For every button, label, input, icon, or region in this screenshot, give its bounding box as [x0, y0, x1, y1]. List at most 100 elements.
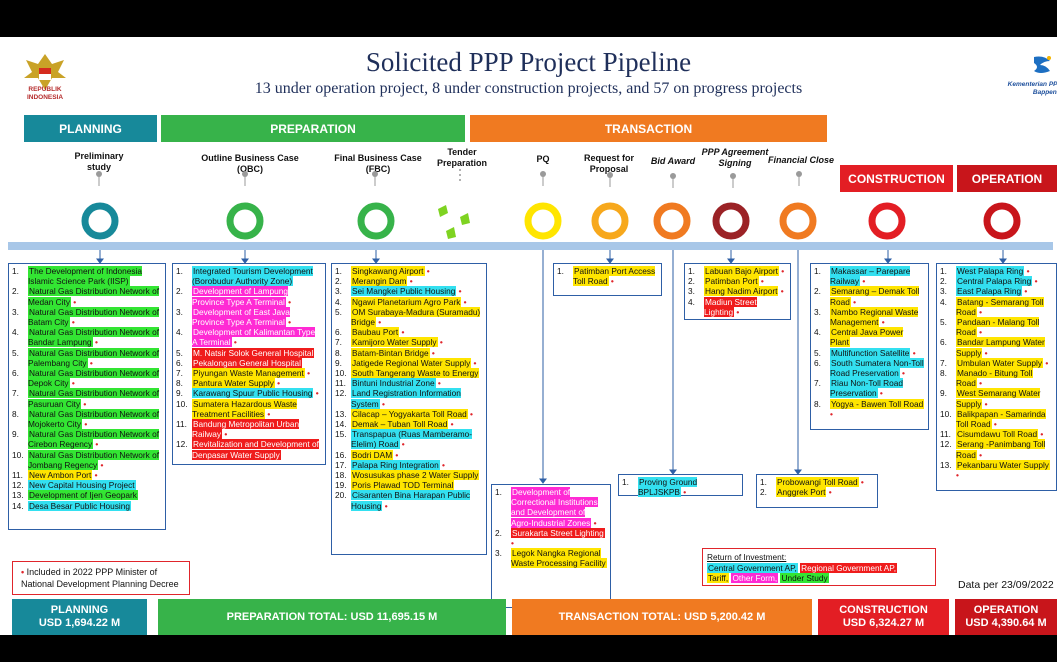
project-name: Legok Nangka Regional Waste Processing F… [511, 548, 607, 569]
stage-fbc: Final Business Case(FBC) [334, 153, 422, 174]
project-item: 10.Balikpapan - Samarinda Toll Road • [940, 408, 1053, 430]
project-item: 4.Central Java Power Plant [814, 327, 925, 348]
republik-indonesia-label: REPUBLIK INDONESIA [26, 86, 64, 101]
decree-dot-icon: • [382, 500, 388, 511]
project-name: Pekanbaru Water Supply [956, 459, 1050, 470]
decree-dot-icon: • [222, 429, 228, 440]
phase-preparation: PREPARATION [161, 115, 465, 142]
project-item: 3.Hang Nadim Airport • [688, 286, 787, 297]
project-name: Natural Gas Distribution Network of Pale… [28, 347, 160, 368]
project-number: 13. [940, 459, 952, 470]
project-name: Transpapua (Ruas Mamberamo-Elelim) Road [351, 429, 473, 450]
project-number: 12. [335, 388, 347, 399]
decree-dot-icon: • [608, 276, 614, 287]
project-item: 2.Anggrek Port • [760, 487, 874, 498]
decree-dot-icon: • [435, 378, 441, 389]
project-name: Ngawi Planetarium Agro Park [351, 296, 462, 307]
project-item: 9.Natural Gas Distribution Network of Ci… [12, 429, 162, 450]
list-construction: 1.Makassar – Parepare Railway •2.Semaran… [810, 263, 929, 430]
garuda-emblem-icon [24, 54, 66, 90]
project-item: 2.Natural Gas Distribution Network of Me… [12, 286, 162, 307]
project-number: 7. [940, 357, 947, 368]
project-number: 14. [12, 500, 24, 511]
project-item: 5. Natural Gas Distribution Network of Pa… [12, 347, 162, 368]
project-number: 1. [940, 266, 947, 276]
project-number: 3. [12, 306, 19, 317]
project-number: 9. [12, 429, 19, 440]
project-number: 10. [940, 408, 952, 419]
decree-dot-icon: • [379, 398, 385, 409]
project-number: 1. [495, 487, 502, 497]
stage-obc: Outline Business Case(OBC) [201, 153, 299, 174]
project-item: 20.Cisaranten Bina Harapan Public Housin… [335, 490, 483, 511]
project-name: Development of Kalimantan Type A Termina… [192, 327, 316, 348]
project-name: New Ambon Port [28, 470, 93, 481]
decree-dot-icon: • [461, 296, 467, 307]
phase-operation: OPERATION [957, 165, 1057, 192]
decree-dot-icon: • [70, 296, 77, 307]
project-name: Anggrek Port [776, 487, 827, 498]
decree-dot-icon: • [778, 286, 784, 297]
project-number: 6. [176, 357, 183, 368]
project-name: Manado - Bitung Toll Road [956, 368, 1033, 389]
project-number: 1. [814, 266, 821, 276]
project-number: 6. [12, 368, 19, 379]
decree-dot-icon: • [877, 388, 883, 399]
project-number: 8. [814, 398, 821, 409]
ring-construction-icon [868, 202, 906, 240]
project-number: 1. [688, 266, 695, 276]
project-number: 5. [12, 347, 19, 358]
project-name: Demak – Tuban Toll Road [351, 419, 449, 430]
decree-dot-icon: • [982, 398, 988, 409]
decree-dot-icon: • [429, 347, 435, 358]
project-number: 19. [335, 480, 347, 491]
decree-dot-icon: • [93, 439, 99, 450]
project-number: 4. [814, 327, 821, 338]
project-name: Land Registration Information System [351, 388, 461, 409]
project-item: 18.Wosusukas phase 2 Water Supply [335, 470, 483, 481]
pipeline-timeline [8, 242, 1053, 250]
project-name: Piyungan Waste Management [192, 368, 305, 379]
project-number: 12. [12, 480, 24, 491]
project-number: 11. [12, 470, 23, 481]
phase-transaction: TRANSACTION [470, 115, 827, 142]
project-number: 8. [176, 378, 183, 389]
decree-dot-icon: • [591, 517, 597, 528]
project-item: 14.Demak – Tuban Toll Road • [335, 419, 483, 430]
project-name: Hang Nadim Airport [704, 286, 779, 297]
decree-dot-icon: • [285, 317, 292, 328]
project-item: 12.Serang -Panimbang Toll Road • [940, 439, 1053, 460]
project-item: 2.Development of Lampung Province Type A… [176, 286, 322, 307]
project-number: 9. [176, 388, 183, 399]
decree-dot-icon: • [858, 477, 864, 487]
decree-dot-icon: • [399, 327, 405, 338]
project-item: 11.New Ambon Port • [12, 470, 162, 481]
project-number: 6. [940, 337, 947, 348]
page-subtitle: 13 under operation project, 8 under cons… [254, 80, 803, 97]
decree-dot-icon: • [991, 419, 997, 430]
project-name: Natural Gas Distribution Network of Bata… [28, 306, 160, 328]
slide: REPUBLIK INDONESIA Kementerian PPN/ Bapp… [0, 37, 1057, 635]
project-name: Yogya - Bawen Toll Road [830, 398, 925, 409]
project-name: West Semarang Water Supply [956, 388, 1041, 409]
project-name: Natural Gas Distribution Network of Jomb… [28, 449, 160, 470]
project-name: Cisumdawu Toll Road [956, 429, 1039, 440]
project-number: 2. [495, 527, 502, 538]
project-number: 10. [176, 398, 188, 409]
project-item: 8.Batam-Bintan Bridge • [335, 347, 483, 358]
decree-dot-icon: • [879, 317, 885, 328]
project-item: 3.Sei Mangkei Public Housing • [335, 286, 483, 297]
project-name: Palapa Ring Integration [351, 459, 440, 470]
project-number: 13. [335, 408, 347, 419]
decree-dot-icon: • [92, 337, 98, 348]
project-item: 11.Bintuni Industrial Zone • [335, 378, 483, 389]
project-number: 5. [335, 306, 342, 317]
project-number: 3. [176, 306, 183, 317]
project-number: 1. [557, 266, 564, 276]
project-item: 1.Makassar – Parepare Railway • [814, 266, 925, 287]
project-number: 12. [176, 439, 188, 450]
project-number: 12. [940, 439, 952, 450]
project-name: Patimban Port [704, 276, 759, 287]
stage-rings [81, 169, 1021, 240]
